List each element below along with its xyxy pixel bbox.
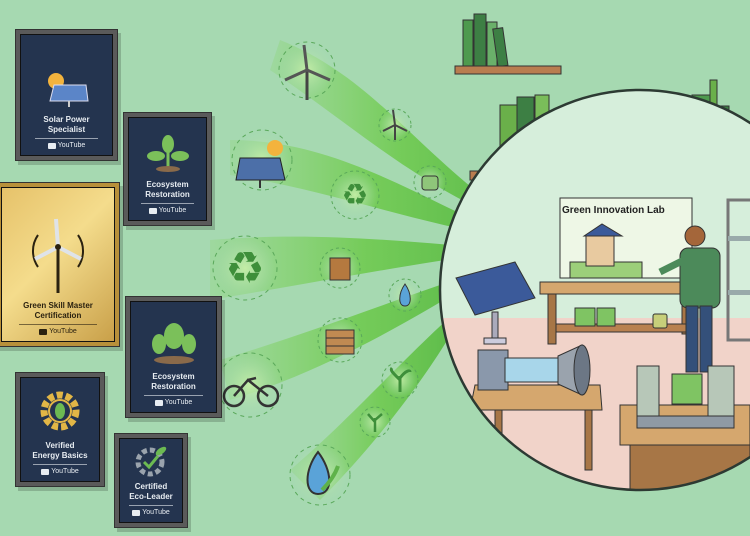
floating-eco-icons: ♻ ♻ [212, 41, 447, 506]
youtube-icon [41, 468, 50, 475]
certificate-green-skill-master[interactable]: Green Skill Master Certification YouTube [0, 182, 120, 347]
recycle-large-icon: ♻ [212, 235, 278, 301]
solar-panel-model [455, 261, 536, 345]
recycle-icon: ♻ [330, 170, 380, 220]
youtube-badge: YouTube [154, 399, 192, 406]
water-drop-small-icon [388, 278, 422, 312]
compost-bin-icon [319, 247, 361, 289]
bicycle-icon [217, 352, 283, 418]
check-gear-icon [135, 446, 167, 477]
small-wind-turbine-icon [378, 108, 412, 142]
wind-turbine-icon [31, 218, 85, 293]
youtube-icon [47, 142, 56, 149]
youtube-icon [39, 328, 48, 335]
certificate-ecosystem-restoration[interactable]: Ecosystem Restoration YouTube [125, 296, 222, 418]
youtube-badge: YouTube [132, 509, 170, 516]
youtube-icon [148, 207, 157, 214]
innovation-lab-scene [438, 88, 750, 492]
youtube-badge: YouTube [47, 142, 85, 149]
wind-turbine-icon [278, 41, 336, 100]
certificate-certified-eco-leader[interactable]: Certified Eco-Leader YouTube [114, 433, 188, 528]
solar-panel-icon [47, 73, 89, 107]
eco-bag-icon [413, 165, 447, 199]
certificate-ecosystem-restoration-back[interactable]: Ecosystem Restoration YouTube [123, 112, 212, 226]
youtube-badge: YouTube [39, 328, 77, 335]
crate-icon [317, 317, 363, 363]
plant-icon [381, 361, 419, 399]
lab-sign: Green Innovation Lab [562, 205, 665, 216]
youtube-icon [154, 399, 163, 406]
leaf-gear-icon [40, 391, 80, 431]
sprout-icon [146, 135, 189, 172]
person [658, 225, 721, 373]
svg-text:♻: ♻ [342, 179, 369, 212]
youtube-icon [132, 509, 141, 516]
building-model [569, 223, 643, 279]
certificate-verified-energy-basics[interactable]: Verified Energy Basics YouTube [15, 372, 105, 487]
solar-panel-icon [231, 129, 293, 191]
top-shelf [454, 13, 562, 75]
plant-rack [726, 198, 750, 342]
svg-text:♻: ♻ [225, 244, 264, 293]
sprout-small-icon [359, 406, 391, 438]
water-drop-icon [289, 444, 351, 506]
youtube-badge: YouTube [41, 468, 79, 475]
lab-machine [619, 365, 750, 490]
certificate-solar-power-specialist[interactable]: Solar Power Specialist YouTube [15, 29, 118, 161]
youtube-badge: YouTube [148, 207, 186, 214]
trees-icon [151, 323, 196, 364]
